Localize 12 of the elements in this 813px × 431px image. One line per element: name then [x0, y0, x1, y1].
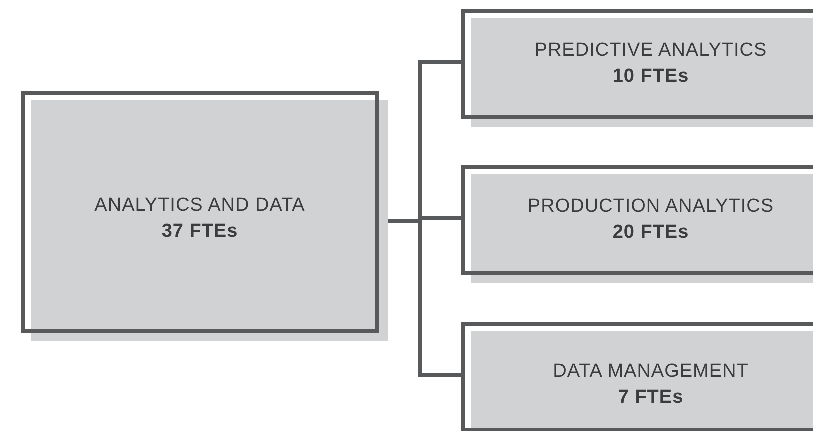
unit-name: PREDICTIVE ANALYTICS — [534, 39, 768, 63]
unit-name: DATA MANAGEMENT — [553, 360, 749, 384]
staff-count: 20 FTEs — [612, 221, 690, 245]
staff-count: 37 FTEs — [162, 220, 238, 244]
org-unit-box — [461, 165, 813, 283]
org-unit-box — [21, 91, 388, 341]
unit-name: ANALYTICS AND DATA — [94, 194, 306, 218]
org-unit-box — [461, 322, 813, 431]
unit-name: PRODUCTION ANALYTICS — [528, 195, 774, 219]
org-unit-box — [461, 9, 813, 127]
staff-count: 7 FTEs — [618, 386, 684, 410]
staff-count: 10 FTEs — [612, 65, 690, 89]
